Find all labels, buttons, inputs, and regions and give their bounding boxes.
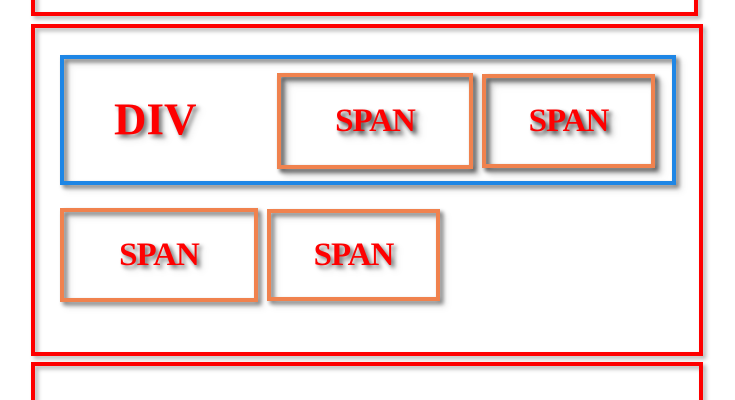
block-element-box-bottom bbox=[31, 362, 703, 400]
block-element-box-top bbox=[31, 0, 698, 16]
div-label: DIV bbox=[114, 94, 197, 145]
span-label: SPAN bbox=[528, 102, 610, 139]
span-box: SPAN bbox=[277, 73, 473, 169]
span-box: SPAN bbox=[60, 208, 258, 302]
div-box: DIV SPAN SPAN bbox=[60, 55, 676, 185]
span-box: SPAN bbox=[267, 209, 440, 301]
block-element-box-middle: DIV SPAN SPAN SPAN SPAN bbox=[31, 24, 703, 356]
span-box: SPAN bbox=[482, 74, 655, 168]
span-label: SPAN bbox=[335, 102, 416, 139]
span-label: SPAN bbox=[119, 236, 200, 273]
span-label: SPAN bbox=[313, 236, 395, 273]
